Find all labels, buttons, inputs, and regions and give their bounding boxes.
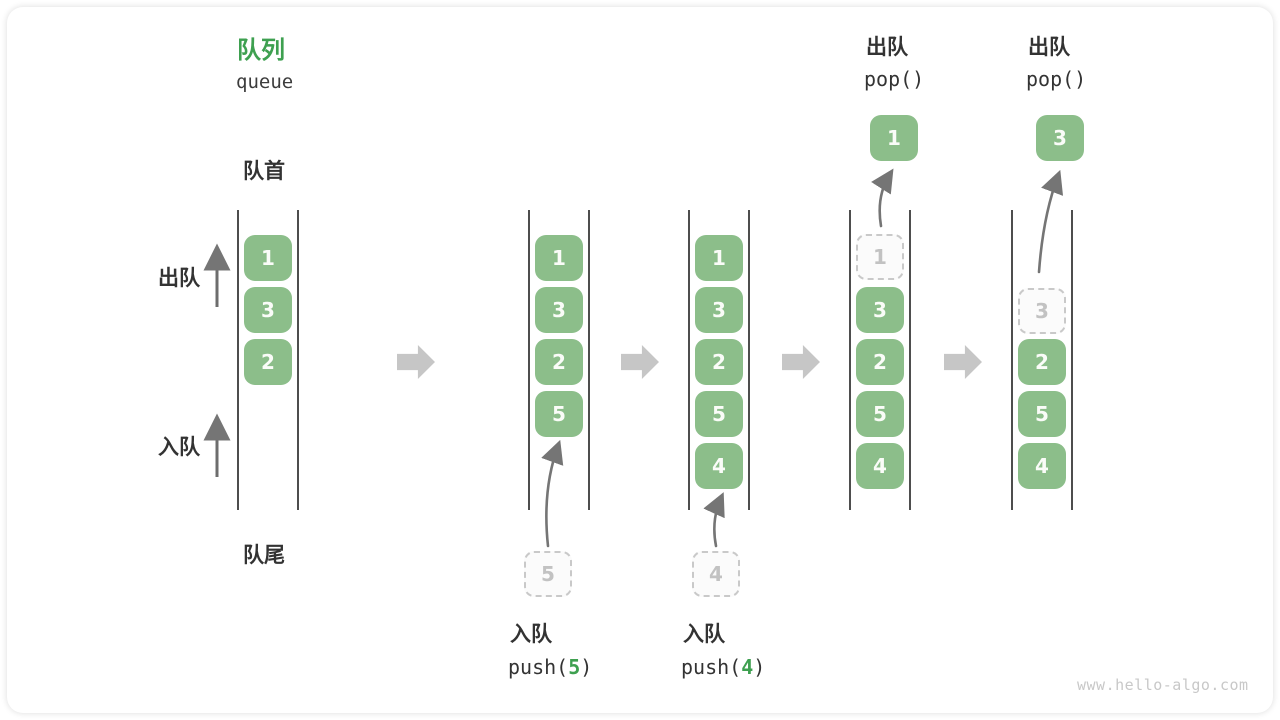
queue-item: 4 <box>695 443 743 489</box>
leaving-item: 1 <box>856 234 904 280</box>
push-fn-close: ) <box>580 655 593 679</box>
pop-operation-code: pop() <box>864 67 925 91</box>
push-operation-code: push(5) <box>508 655 592 679</box>
queue-item: 2 <box>1018 339 1066 385</box>
push-fn-close: ) <box>753 655 766 679</box>
dequeue-side-label: 出队 <box>158 267 200 290</box>
staged-item: 5 <box>524 551 572 597</box>
push-fn-open: push( <box>508 655 569 679</box>
watermark: www.hello-algo.com <box>1077 676 1249 694</box>
queue-item: 1 <box>695 235 743 281</box>
queue-channel-state2 <box>528 210 590 510</box>
queue-item: 5 <box>1018 391 1066 437</box>
enqueue-side-label: 入队 <box>158 436 200 459</box>
queue-item: 2 <box>856 339 904 385</box>
queue-item: 5 <box>695 391 743 437</box>
pop-operation-label: 出队 <box>866 36 908 59</box>
queue-item: 3 <box>695 287 743 333</box>
pop-operation-code: pop() <box>1026 67 1087 91</box>
queue-item: 4 <box>856 443 904 489</box>
queue-channel-state4 <box>849 210 911 510</box>
popped-item: 3 <box>1036 115 1084 161</box>
diagram-subtitle: queue <box>236 71 294 93</box>
leaving-item: 3 <box>1018 288 1066 334</box>
popped-item: 1 <box>870 115 918 161</box>
queue-item: 5 <box>856 391 904 437</box>
queue-item: 2 <box>695 339 743 385</box>
queue-rear-label: 队尾 <box>243 544 285 567</box>
push-arg: 4 <box>741 655 754 679</box>
queue-item: 1 <box>244 235 292 281</box>
queue-item: 3 <box>535 287 583 333</box>
queue-item: 2 <box>244 339 292 385</box>
queue-item: 2 <box>535 339 583 385</box>
queue-item: 4 <box>1018 443 1066 489</box>
staged-item: 4 <box>692 551 740 597</box>
push-arg: 5 <box>568 655 581 679</box>
pop-operation-label: 出队 <box>1028 36 1070 59</box>
push-fn-open: push( <box>681 655 742 679</box>
queue-channel-state5 <box>1011 210 1073 510</box>
queue-item: 5 <box>535 391 583 437</box>
queue-item: 1 <box>535 235 583 281</box>
push-operation-code: push(4) <box>681 655 765 679</box>
queue-item: 3 <box>244 287 292 333</box>
queue-front-label: 队首 <box>243 160 285 183</box>
queue-item: 3 <box>856 287 904 333</box>
push-operation-label: 入队 <box>510 623 552 646</box>
queue-channel-state1 <box>237 210 299 510</box>
push-operation-label: 入队 <box>683 623 725 646</box>
queue-channel-state3 <box>688 210 750 510</box>
diagram-title: 队列 <box>237 37 285 64</box>
